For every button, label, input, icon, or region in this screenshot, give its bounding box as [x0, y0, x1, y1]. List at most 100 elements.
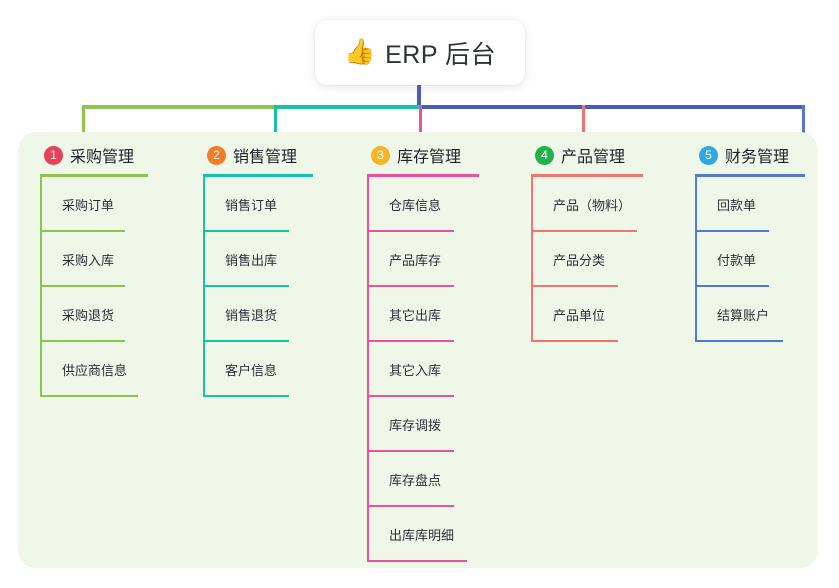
branch-title-3: 库存管理	[397, 149, 462, 166]
branch-title-1: 采购管理	[70, 149, 135, 166]
branch-item[interactable]: 付款单	[695, 232, 805, 287]
branch-item-label: 仓库信息	[389, 198, 442, 213]
branch-item[interactable]: 采购订单	[40, 177, 148, 232]
root-node[interactable]: 👍 ERP 后台	[315, 20, 525, 85]
branch-item-label: 库存调拨	[389, 418, 442, 433]
drop-connector-1	[82, 105, 85, 141]
branch-item[interactable]: 出库库明细	[367, 507, 479, 562]
branch-item[interactable]: 销售订单	[203, 177, 313, 232]
branch-item-rule	[369, 285, 454, 287]
branch-spine-4	[531, 177, 533, 342]
branch-item-label: 产品分类	[553, 253, 606, 268]
branch-item-rule	[42, 285, 125, 287]
branch-item[interactable]: 产品分类	[531, 232, 643, 287]
branch-spine-1	[40, 177, 42, 397]
branch-item[interactable]: 销售退货	[203, 287, 313, 342]
branch-item-rule	[205, 395, 289, 397]
branch-badge-4: 4	[535, 145, 554, 165]
branch-badge-1: 1	[44, 145, 63, 165]
branch-item[interactable]: 回款单	[695, 177, 805, 232]
branch-column-2: 2 销售管理销售订单销售出库销售退货客户信息	[203, 142, 313, 397]
branch-item[interactable]: 其它出库	[367, 287, 479, 342]
branch-item-rule	[205, 285, 289, 287]
branch-item-label: 结算账户	[717, 308, 770, 323]
branch-title-2: 销售管理	[233, 149, 298, 166]
branch-item-label: 其它出库	[389, 308, 442, 323]
branch-item-rule	[533, 230, 637, 232]
branch-item[interactable]: 库存盘点	[367, 452, 479, 507]
branch-header-3[interactable]: 3 库存管理	[367, 142, 479, 168]
branch-items-3: 仓库信息产品库存其它出库其它入库库存调拨库存盘点出库库明细	[367, 177, 479, 562]
branch-item-rule	[369, 505, 454, 507]
branch-header-rule-4	[531, 174, 643, 177]
branch-item[interactable]: 产品库存	[367, 232, 479, 287]
branch-item-rule	[697, 230, 769, 232]
branch-header-5[interactable]: 5 财务管理	[695, 142, 805, 168]
branch-item[interactable]: 采购退货	[40, 287, 148, 342]
branch-title-5: 财务管理	[725, 149, 790, 166]
branch-item-label: 产品库存	[389, 253, 442, 268]
branch-items-5: 回款单付款单结算账户	[695, 177, 805, 342]
branch-item[interactable]: 采购入库	[40, 232, 148, 287]
drop-connector-3	[419, 105, 422, 141]
branch-item[interactable]: 销售出库	[203, 232, 313, 287]
branch-item-label: 销售订单	[225, 198, 278, 213]
branch-spine-3	[367, 177, 369, 562]
branch-item-rule	[369, 560, 467, 562]
branch-item[interactable]: 其它入库	[367, 342, 479, 397]
branch-item-rule	[369, 395, 454, 397]
branch-item[interactable]: 供应商信息	[40, 342, 148, 397]
branch-item-label: 出库库明细	[389, 528, 455, 543]
branch-item-label: 产品单位	[553, 308, 606, 323]
branch-header-1[interactable]: 1 采购管理	[40, 142, 148, 168]
branch-header-rule-2	[203, 174, 313, 177]
branch-item-label: 客户信息	[225, 363, 278, 378]
branch-item[interactable]: 产品单位	[531, 287, 643, 342]
branch-badge-2: 2	[207, 145, 226, 165]
branch-item-rule	[42, 395, 138, 397]
branch-badge-3: 3	[371, 145, 390, 165]
branch-item-rule	[697, 340, 783, 342]
branch-items-4: 产品（物料） 产品分类产品单位	[531, 177, 643, 342]
root-stem-connector	[417, 85, 421, 107]
branch-item-rule	[369, 450, 454, 452]
branch-item-label: 销售退货	[225, 308, 278, 323]
branch-item[interactable]: 结算账户	[695, 287, 805, 342]
branch-items-2: 销售订单销售出库销售退货客户信息	[203, 177, 313, 397]
branch-item[interactable]: 仓库信息	[367, 177, 479, 232]
branch-item-label: 回款单	[717, 198, 757, 213]
branch-item-label: 销售出库	[225, 253, 278, 268]
branch-item-rule	[205, 340, 289, 342]
branch-item-rule	[369, 340, 454, 342]
branches-panel	[18, 132, 818, 568]
branch-items-1: 采购订单采购入库采购退货供应商信息	[40, 177, 148, 397]
branch-item-label: 其它入库	[389, 363, 442, 378]
branch-header-2[interactable]: 2 销售管理	[203, 142, 313, 168]
branch-item[interactable]: 库存调拨	[367, 397, 479, 452]
drop-connector-5	[802, 105, 805, 141]
branch-spine-2	[203, 177, 205, 397]
branch-item-label: 采购订单	[62, 198, 115, 213]
branch-item-rule	[42, 340, 125, 342]
branch-header-4[interactable]: 4 产品管理	[531, 142, 643, 168]
branch-badge-5: 5	[699, 145, 718, 165]
branch-item-label: 采购入库	[62, 253, 115, 268]
drop-connector-4	[582, 105, 585, 141]
branch-item-rule	[533, 340, 618, 342]
thumbs-up-icon: 👍	[343, 38, 376, 66]
branch-item-rule	[42, 230, 125, 232]
branch-item-rule	[697, 285, 769, 287]
branch-spine-5	[695, 177, 697, 342]
branch-item-label: 库存盘点	[389, 473, 442, 488]
branch-item-label: 付款单	[717, 253, 757, 268]
drop-connector-2	[274, 105, 277, 141]
bus-segment-2	[274, 105, 419, 109]
bus-segment-3	[419, 105, 804, 109]
branch-title-4: 产品管理	[561, 149, 626, 166]
branch-item[interactable]: 产品（物料）	[531, 177, 643, 232]
branch-column-3: 3 库存管理仓库信息产品库存其它出库其它入库库存调拨库存盘点出库库明细	[367, 142, 479, 562]
root-title: ERP 后台	[385, 40, 497, 69]
branch-item[interactable]: 客户信息	[203, 342, 313, 397]
branch-item-rule	[205, 230, 289, 232]
branch-column-4: 4 产品管理产品（物料） 产品分类产品单位	[531, 142, 643, 342]
